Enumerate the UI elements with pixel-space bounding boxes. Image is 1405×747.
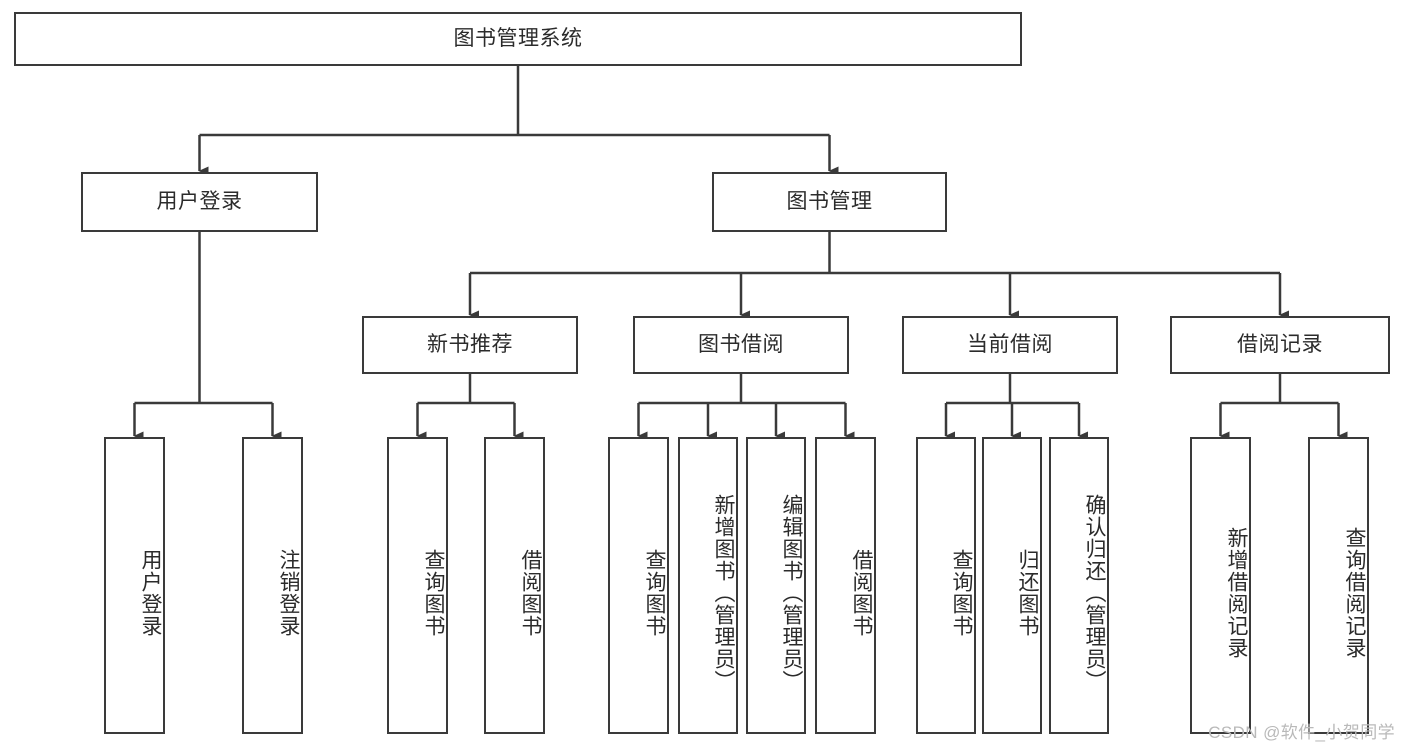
node-newbook[interactable]: 新书推荐 — [362, 316, 578, 374]
node-label: 图书管理 — [786, 190, 873, 214]
node-leaf-5[interactable]: 查询图书 — [608, 437, 669, 734]
node-label: 图书管理系统 — [453, 27, 583, 51]
node-label: 图书借阅 — [698, 333, 784, 357]
node-current[interactable]: 当前借阅 — [902, 316, 1118, 374]
node-records[interactable]: 借阅记录 — [1170, 316, 1390, 374]
node-leaf-2[interactable]: 注销登录 — [242, 437, 303, 734]
node-label: 编辑图书（管理员） — [780, 493, 803, 692]
node-leaf-4[interactable]: 借阅图书 — [484, 437, 545, 734]
node-label: 查询图书 — [422, 548, 445, 637]
node-leaf-13[interactable]: 查询借阅记录 — [1308, 437, 1369, 734]
node-label: 借阅图书 — [519, 548, 542, 637]
node-label: 新增图书（管理员） — [712, 493, 735, 692]
node-leaf-1[interactable]: 用户登录 — [104, 437, 165, 734]
node-leaf-8[interactable]: 借阅图书 — [815, 437, 876, 734]
node-root[interactable]: 图书管理系统 — [14, 12, 1022, 66]
node-login[interactable]: 用户登录 — [81, 172, 318, 232]
node-label: 新增借阅记录 — [1225, 526, 1248, 659]
node-leaf-9[interactable]: 查询图书 — [916, 437, 976, 734]
node-label: 查询图书 — [643, 548, 666, 637]
node-label: 借阅图书 — [850, 548, 873, 637]
node-leaf-3[interactable]: 查询图书 — [387, 437, 448, 734]
node-label: 借阅记录 — [1237, 333, 1323, 357]
node-label: 查询图书 — [950, 548, 973, 637]
node-leaf-12[interactable]: 新增借阅记录 — [1190, 437, 1251, 734]
node-label: 用户登录 — [139, 548, 162, 637]
node-borrow[interactable]: 图书借阅 — [633, 316, 849, 374]
node-leaf-11[interactable]: 确认归还（管理员） — [1049, 437, 1109, 734]
watermark: CSDN @软件_小贺同学 — [1208, 723, 1395, 742]
node-label: 当前借阅 — [967, 333, 1053, 357]
node-label: 确认归还（管理员） — [1083, 493, 1106, 692]
node-label: 注销登录 — [277, 548, 300, 637]
node-leaf-10[interactable]: 归还图书 — [982, 437, 1042, 734]
node-label: 新书推荐 — [427, 333, 513, 357]
node-label: 归还图书 — [1016, 548, 1039, 637]
node-leaf-7[interactable]: 编辑图书（管理员） — [746, 437, 806, 734]
node-label: 查询借阅记录 — [1343, 526, 1366, 659]
node-leaf-6[interactable]: 新增图书（管理员） — [678, 437, 738, 734]
node-bookmgmt[interactable]: 图书管理 — [712, 172, 947, 232]
node-label: 用户登录 — [156, 190, 243, 214]
